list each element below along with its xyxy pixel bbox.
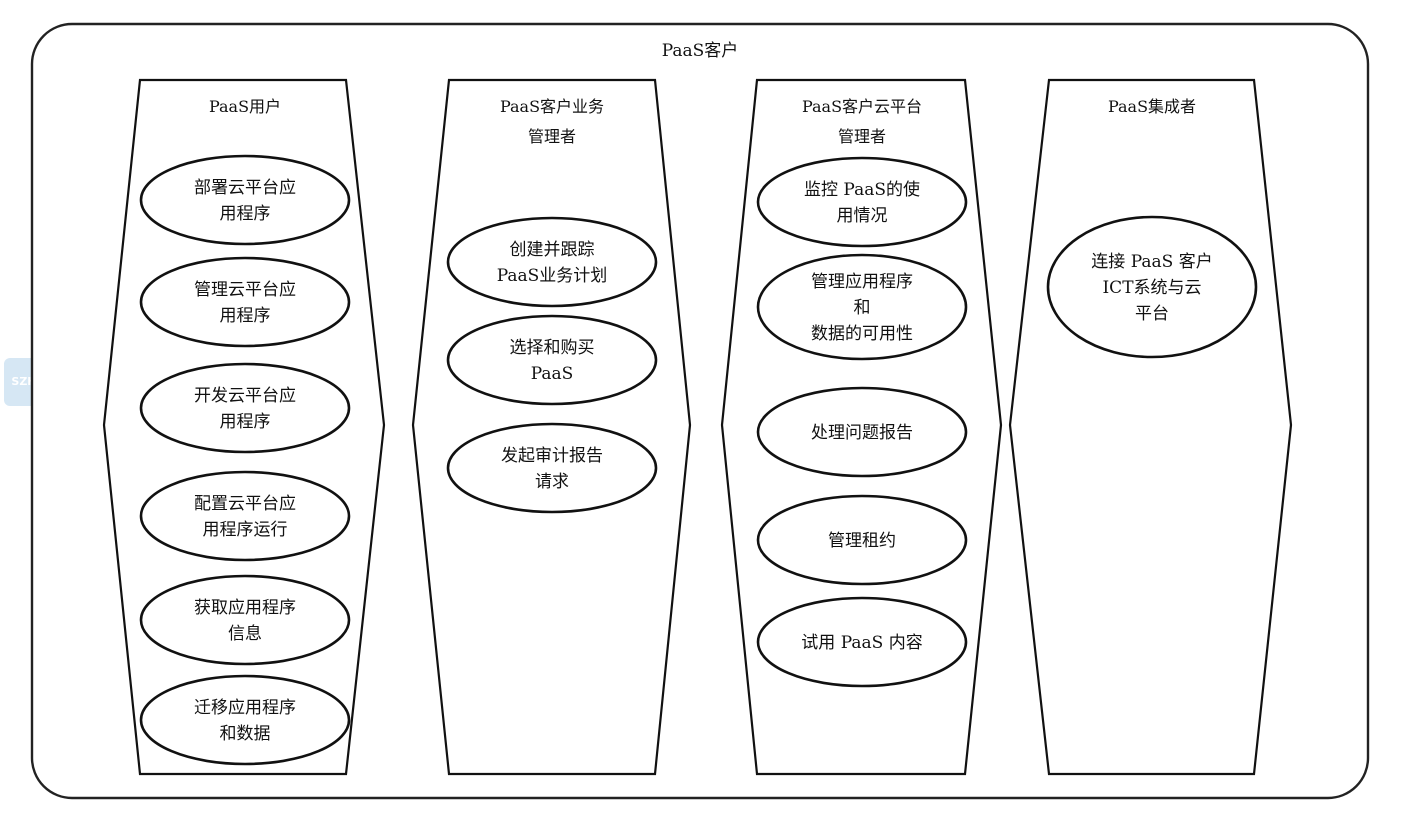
activity-label: 平台 [1135, 304, 1169, 324]
column-title: PaaS客户业务 [500, 97, 604, 116]
column-title: PaaS用户 [209, 97, 281, 116]
activity-label: 监控 PaaS的使 [804, 179, 920, 200]
diagram-title: PaaS客户 [662, 41, 739, 61]
role-activity-ellipse [756, 156, 968, 248]
role-activity-ellipse [1046, 215, 1258, 359]
columns-layer: PaaS用户部署云平台应用程序管理云平台应用程序开发云平台应用程序配置云平台应用… [102, 78, 1293, 776]
activity-label: 选择和购买 [510, 338, 595, 358]
activity-label: PaaS [531, 364, 574, 384]
activity-label: 请求 [535, 472, 569, 492]
column-group: PaaS用户部署云平台应用程序管理云平台应用程序开发云平台应用程序配置云平台应用… [102, 78, 386, 776]
activity-label: 信息 [228, 624, 262, 644]
activity-label: 用程序 [220, 306, 271, 326]
role-activity-ellipse [139, 362, 351, 454]
activity-label: 和 [854, 298, 871, 318]
activity-label: 创建并跟踪 [510, 240, 595, 260]
role-activity-ellipse [139, 256, 351, 348]
activity-label: 配置云平台应 [194, 494, 296, 514]
activity-label: 获取应用程序 [194, 598, 296, 618]
activity-label: 发起审计报告 [501, 446, 603, 466]
column-title: PaaS客户云平台 [802, 97, 922, 116]
activity-label: 管理云平台应 [194, 280, 296, 300]
activity-label: 管理应用程序 [811, 272, 913, 292]
role-activity-ellipse [446, 422, 658, 514]
column-title: PaaS集成者 [1108, 97, 1196, 116]
role-activity-ellipse [756, 253, 968, 361]
role-activity-ellipse [446, 314, 658, 406]
activity-label: 管理租约 [828, 531, 896, 551]
column-hexagon [1008, 78, 1293, 776]
activity-label: 试用 PaaS 内容 [801, 633, 922, 653]
activity-label: 开发云平台应 [194, 386, 296, 406]
activity-label: 迁移应用程序 [194, 698, 296, 718]
activity-label: 处理问题报告 [811, 423, 913, 443]
column-title: 管理者 [838, 127, 886, 146]
activity-label: 用程序 [220, 412, 271, 432]
role-activity-ellipse [139, 470, 351, 562]
activity-label: 用程序运行 [203, 520, 288, 540]
activity-label: PaaS业务计划 [497, 266, 608, 286]
role-activity-ellipse [756, 596, 968, 688]
activity-label: 数据的可用性 [811, 324, 913, 344]
activity-label: 用程序 [220, 204, 271, 224]
role-activity-ellipse [139, 574, 351, 666]
activity-label: 部署云平台应 [194, 178, 296, 198]
role-activity-ellipse [139, 154, 351, 246]
role-activity-ellipse [756, 386, 968, 478]
role-activity-ellipse [756, 494, 968, 586]
activity-label: ICT系统与云 [1102, 278, 1201, 298]
role-activity-ellipse [139, 674, 351, 766]
column-title: 管理者 [528, 127, 576, 146]
activity-label: 用情况 [837, 206, 888, 226]
role-activity-ellipse [446, 216, 658, 308]
activity-label: 和数据 [220, 724, 271, 744]
activity-label: 连接 PaaS 客户 [1091, 252, 1212, 272]
